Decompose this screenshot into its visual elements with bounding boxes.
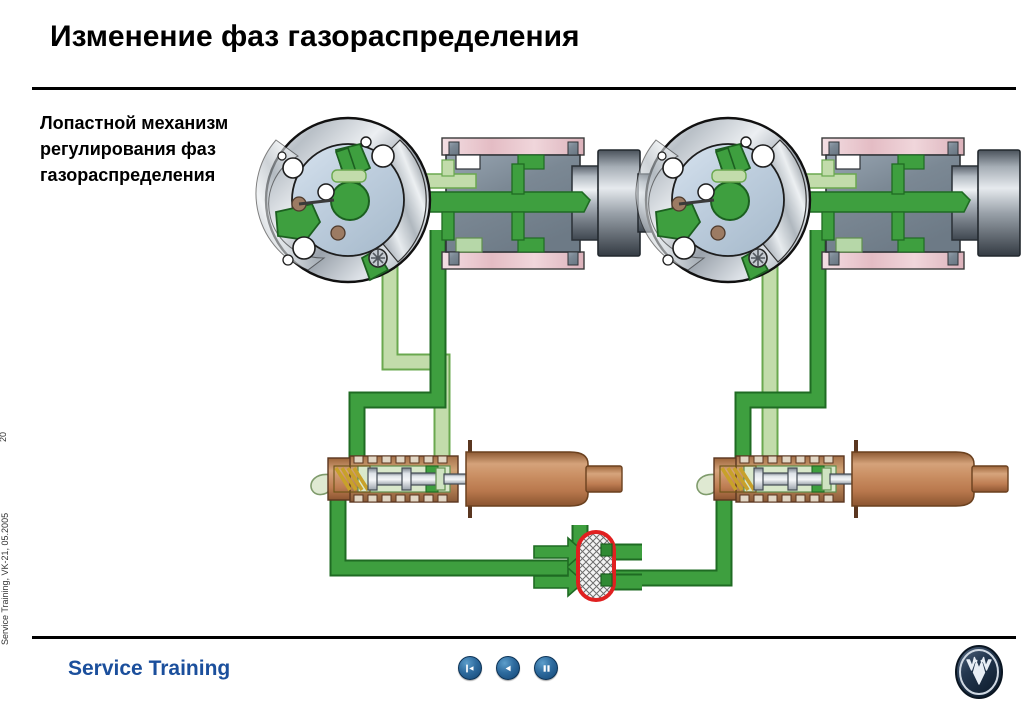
slide-credit-text: Service Training, VK-21, 05.2005 bbox=[0, 512, 10, 645]
camshaft-adjuster-right bbox=[635, 116, 1021, 284]
pause-icon bbox=[543, 664, 550, 672]
solenoid-coil-right bbox=[851, 451, 975, 507]
pipe-left-pressure bbox=[350, 230, 445, 482]
camshaft-adjuster-left bbox=[255, 116, 684, 284]
footer-brand-label: Service Training bbox=[68, 657, 231, 680]
volkswagen-logo bbox=[952, 645, 1006, 699]
page-title: Изменение фаз газораспределения bbox=[50, 20, 580, 53]
pipe-right-pressure bbox=[736, 230, 825, 482]
vane-rotor-sprocket-right bbox=[635, 116, 812, 284]
footer-divider bbox=[32, 636, 1016, 639]
pipe-right-supply-outline bbox=[600, 500, 733, 587]
valve-grooves-left bbox=[353, 455, 448, 503]
valve-connector-left bbox=[310, 473, 333, 496]
strainer-mesh bbox=[576, 530, 616, 602]
oil-control-valve-right bbox=[696, 440, 1009, 518]
inlet-arrow-lower bbox=[533, 566, 586, 598]
diagram-caption: Лопастной механизм регулирования фаз газ… bbox=[40, 113, 229, 186]
slide-footer: Service Training bbox=[0, 639, 1024, 708]
vane-rotor-sprocket-left bbox=[255, 116, 432, 284]
presentation-nav-controls bbox=[458, 656, 558, 680]
valve-grooves-right bbox=[739, 455, 834, 503]
oil-control-valve-left bbox=[310, 440, 623, 518]
slide-page-number: 20 bbox=[0, 432, 8, 443]
solenoid-tip-left bbox=[585, 465, 623, 493]
replay-icon bbox=[465, 663, 473, 673]
previous-icon bbox=[505, 665, 511, 671]
valve-connector-right bbox=[696, 473, 719, 496]
oil-supply-strainer bbox=[533, 530, 616, 602]
previous-button[interactable] bbox=[496, 656, 520, 680]
hydraulic-diagram bbox=[250, 100, 1024, 630]
vw-logo-icon bbox=[955, 645, 1003, 699]
header-divider bbox=[32, 87, 1016, 90]
solenoid-tip-right bbox=[971, 465, 1009, 493]
pipe-left-return bbox=[383, 230, 449, 482]
pause-button[interactable] bbox=[534, 656, 558, 680]
pipe-right-supply bbox=[600, 500, 731, 585]
slide-header: Изменение фаз газораспределения bbox=[0, 0, 1024, 88]
solenoid-coil-left bbox=[465, 451, 589, 507]
diagram-svg bbox=[255, 116, 1021, 602]
oil-pipe-network bbox=[329, 230, 827, 591]
replay-button[interactable] bbox=[458, 656, 482, 680]
